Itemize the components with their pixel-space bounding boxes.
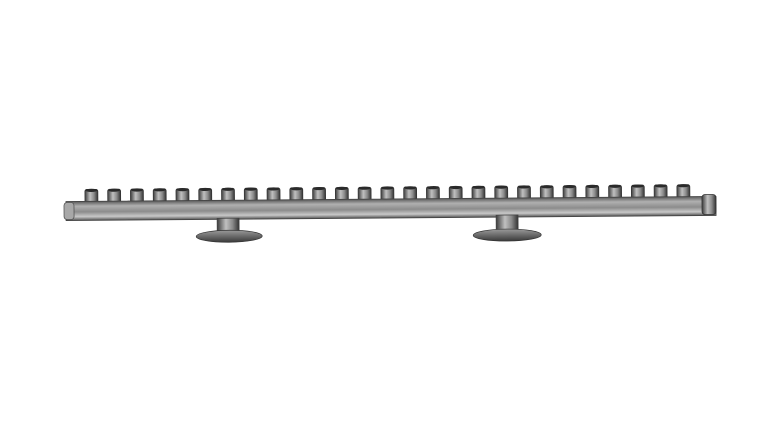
outlet-port-opening [176,188,189,192]
outlet-port-opening [631,184,644,188]
outlet-port-opening [654,184,667,188]
outlet-port-opening [267,187,280,191]
outlet-port-opening [290,187,303,191]
outlet-port-opening [517,185,530,189]
mount-bracket-right [472,214,542,242]
outlet-port-opening [313,186,326,191]
outlet-port-opening [153,188,166,192]
outlet-port-opening [335,186,348,190]
outlet-port-opening [404,186,417,190]
outlet-port-opening [586,184,599,189]
outlet-ports [84,184,691,204]
outlet-port-opening [563,184,576,189]
outlet-port-opening [244,187,257,191]
outlet-port-opening [108,188,121,192]
outlet-port-opening [540,185,553,189]
outlet-port-opening [426,186,439,190]
manifold [63,184,717,243]
outlet-port-opening [130,188,143,192]
outlet-port-opening [449,185,462,190]
outlet-port-opening [472,185,485,189]
outlet-port-opening [199,187,212,192]
pipe-end-left [63,202,75,220]
outlet-port-opening [609,184,622,188]
outlet-port-opening [358,186,371,190]
outlet-port-opening [85,188,98,192]
pipe-end-right [701,194,717,215]
outlet-port-opening [381,186,394,190]
outlet-port-opening [495,185,508,189]
outlet-port-opening [677,184,690,188]
outlet-port-opening [221,187,234,191]
mount-bracket-left [195,217,263,243]
